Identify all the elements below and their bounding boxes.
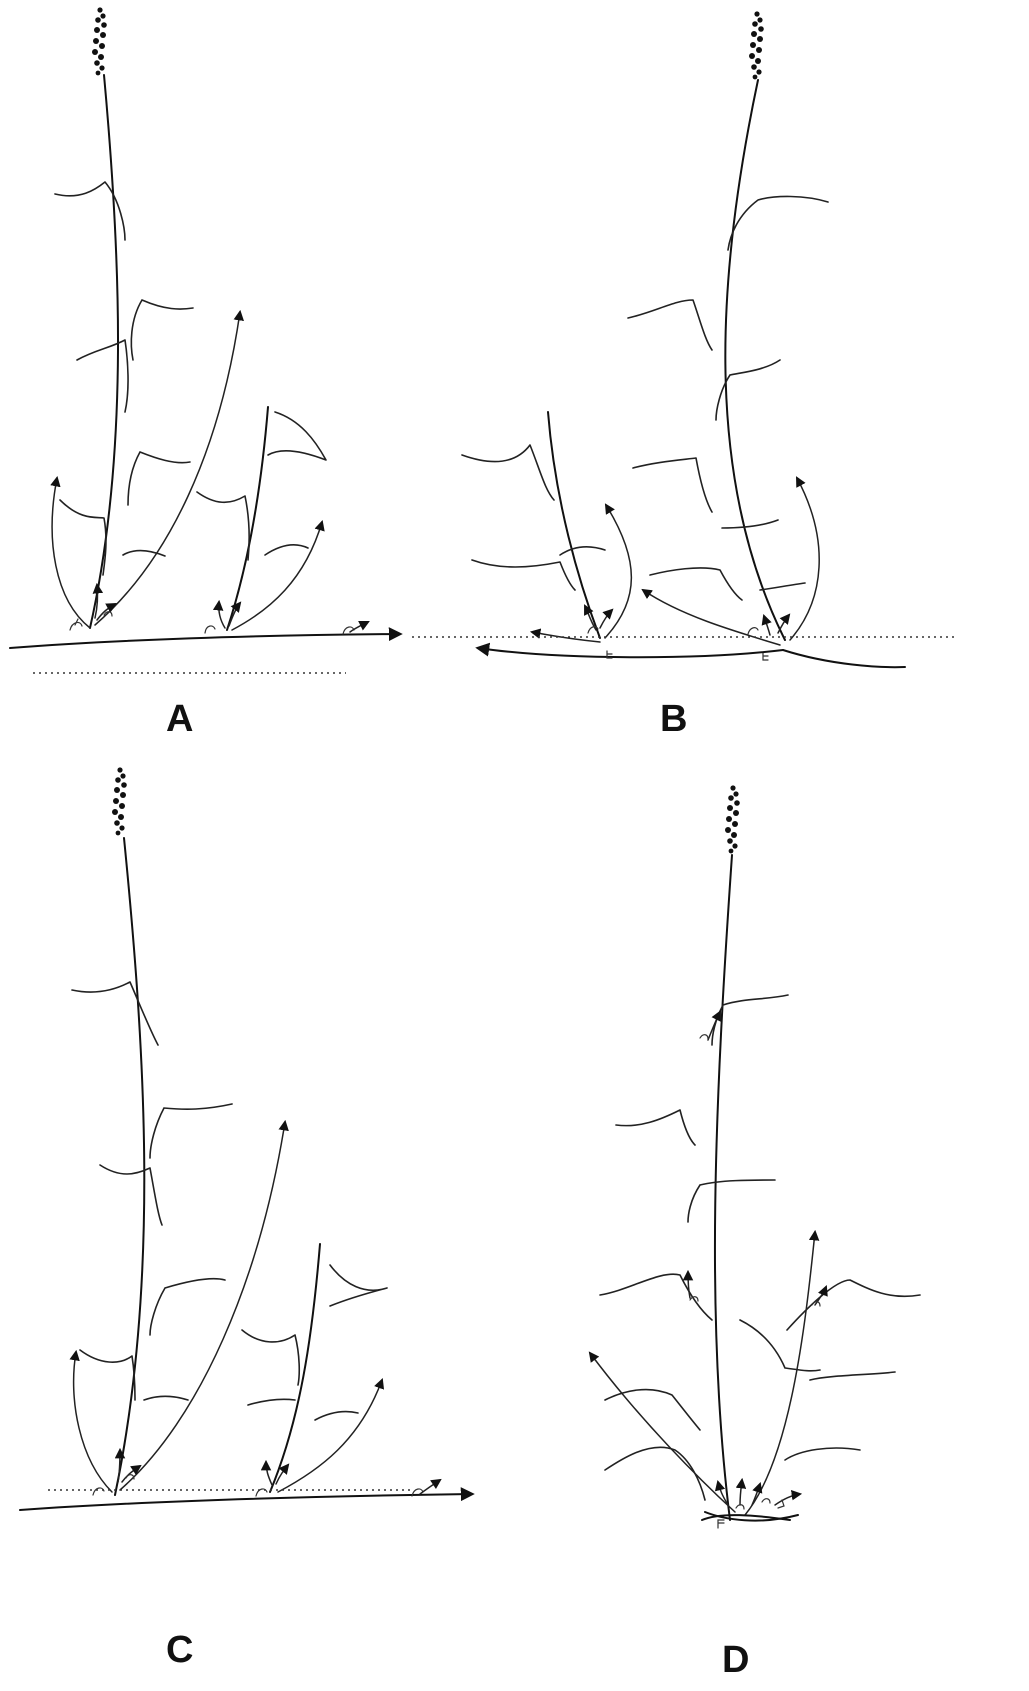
tiller <box>745 1232 815 1515</box>
leaf-blade <box>128 452 190 505</box>
tiller <box>605 505 631 638</box>
bud-shoot <box>775 1494 800 1505</box>
leaf-blade <box>100 1165 162 1225</box>
leaf-blade <box>80 1350 135 1400</box>
tiller <box>278 1380 382 1492</box>
tiller <box>532 632 600 642</box>
leaf-blade <box>728 196 828 250</box>
leaf-blade <box>722 520 778 528</box>
panel-label-d: D <box>722 1641 749 1679</box>
bud-shoot <box>266 1462 272 1485</box>
bud-shoot <box>708 1012 720 1040</box>
leaf-blade <box>616 1110 695 1145</box>
stolon <box>478 648 783 657</box>
main-culm <box>115 838 144 1495</box>
leaf-blade <box>72 982 158 1045</box>
panel-label-a: A <box>166 700 193 738</box>
leaf-blade <box>268 412 326 460</box>
stolon <box>10 634 400 648</box>
leaf-blade <box>150 1279 225 1335</box>
leaf-blade <box>560 547 605 555</box>
tiller <box>95 312 240 625</box>
tiller <box>790 478 819 640</box>
tiller <box>52 478 90 628</box>
panel-a <box>10 7 400 673</box>
panel-c <box>20 767 472 1510</box>
main-culm <box>725 80 785 640</box>
secondary-culm <box>548 412 600 638</box>
leaf-blade <box>60 500 106 575</box>
leaf-blade <box>197 492 249 560</box>
bud-shoot <box>600 610 612 628</box>
panel-b <box>412 11 955 667</box>
inflorescence <box>749 11 764 79</box>
leaf-blade <box>472 560 575 590</box>
leaf-blade <box>144 1396 188 1400</box>
axillary-bud <box>70 619 82 630</box>
panel-label-b: B <box>660 700 687 738</box>
bud-shoot <box>118 1450 120 1482</box>
main-culm <box>715 855 732 1520</box>
leaf-blade <box>242 1330 299 1385</box>
secondary-culm <box>227 407 268 630</box>
bud-shoot <box>740 1480 742 1505</box>
axillary-bud <box>205 626 215 633</box>
secondary-culm <box>270 1244 320 1492</box>
bud-shoot <box>219 602 225 628</box>
bud-shoot <box>778 615 789 633</box>
bud-shoot <box>420 1480 440 1494</box>
leaf-blade <box>605 1390 700 1430</box>
inflorescence <box>112 767 127 835</box>
bud-shoot <box>764 616 770 635</box>
bud-shoot <box>688 1272 690 1298</box>
leaf-blade <box>688 1180 775 1222</box>
stolon <box>783 650 905 667</box>
leaf-blade <box>740 1320 820 1371</box>
bud-shoot <box>350 622 368 632</box>
leaf-blade <box>633 458 712 512</box>
tiller <box>74 1352 112 1492</box>
leaf-blade <box>248 1399 295 1405</box>
leaf-blade <box>77 340 128 412</box>
leaf-blade <box>810 1372 895 1380</box>
leaf-blade <box>150 1104 232 1158</box>
leaf-blade <box>605 1447 705 1500</box>
axillary-bud <box>763 653 768 660</box>
inflorescence <box>92 7 107 75</box>
tiller <box>232 522 322 630</box>
leaf-blade <box>650 568 742 600</box>
leaf-blade <box>785 1448 860 1460</box>
leaf-blade <box>330 1265 387 1306</box>
stolon <box>20 1494 472 1510</box>
inflorescence <box>725 785 740 853</box>
leaf-blade <box>265 545 308 555</box>
panel-label-c: C <box>166 1631 193 1669</box>
axillary-bud <box>93 1488 104 1495</box>
tiller <box>643 590 780 645</box>
axillary-bud <box>700 1035 708 1039</box>
leaf-blade <box>315 1412 358 1420</box>
leaf-blade <box>760 583 805 590</box>
leaf-blade <box>628 300 712 350</box>
panel-d <box>590 785 920 1528</box>
axillary-bud <box>718 1520 724 1528</box>
leaf-blade <box>131 300 193 360</box>
leaf-blade <box>462 445 554 500</box>
axillary-bud <box>748 628 758 634</box>
tiller <box>590 1353 735 1512</box>
